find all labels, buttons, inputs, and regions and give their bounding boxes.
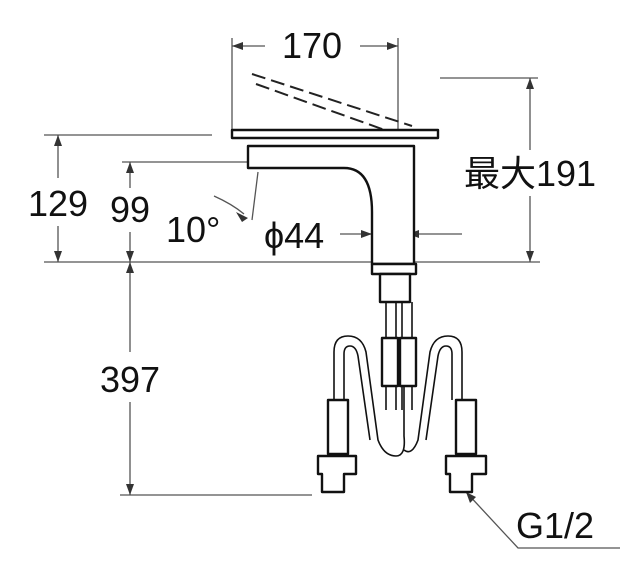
label-hose-length: 397	[100, 359, 160, 400]
dimension-labels: 170 最大191 129 99 10° ϕ44 397 G1/2	[28, 25, 596, 546]
fitting-stem-left	[326, 398, 350, 456]
label-height-spout: 99	[110, 189, 150, 230]
fitting-nut-right	[444, 454, 488, 494]
fitting-nut-left	[316, 454, 358, 494]
lever-handle	[230, 128, 440, 140]
label-height-total: 129	[28, 183, 88, 224]
arrowheads	[54, 42, 534, 503]
angle-arc	[213, 195, 245, 215]
lever-raised-ghost	[251, 73, 413, 127]
hose-connector-right	[398, 336, 418, 388]
thread-leader	[465, 491, 620, 549]
label-width: 170	[282, 25, 342, 66]
mounting-base	[370, 262, 418, 276]
mounting-shank	[378, 272, 412, 304]
supply-hoses	[316, 302, 488, 494]
label-thread: G1/2	[516, 505, 594, 546]
label-angle: 10°	[166, 209, 220, 250]
hose-loop-right	[403, 335, 463, 453]
hose-loop-left	[333, 335, 406, 457]
fitting-stem-right	[454, 398, 478, 456]
hose-connector-left	[380, 336, 400, 388]
lever-raised-ghost-lower	[255, 83, 397, 135]
label-diameter: ϕ44	[264, 215, 324, 256]
faucet-body	[230, 73, 440, 304]
angle-line	[251, 171, 259, 221]
label-max-height: 最大191	[464, 153, 596, 194]
